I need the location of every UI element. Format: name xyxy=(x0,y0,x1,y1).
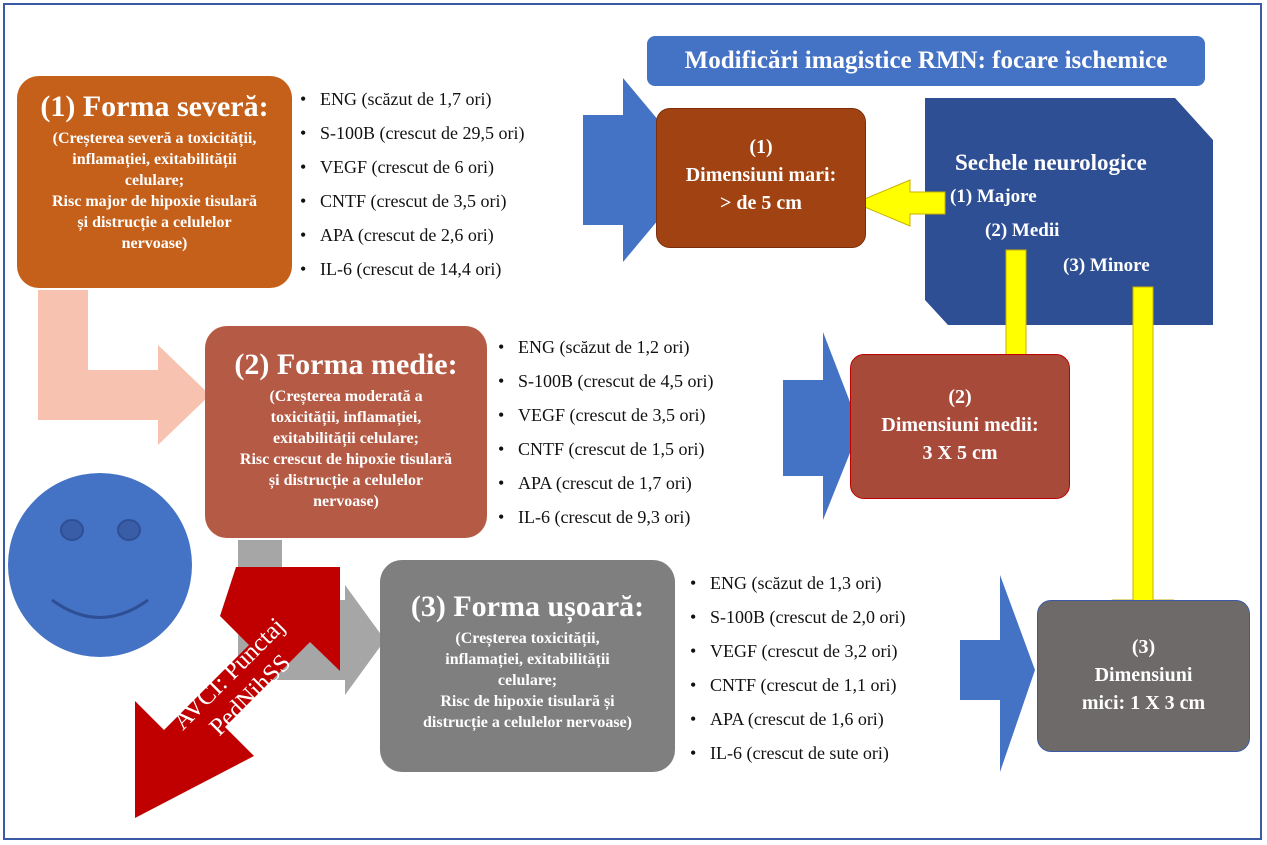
mild-markers-list: ENG (scăzut de 1,3 ori) S-100B (crescut … xyxy=(690,566,905,770)
mild-form-title: (3) Forma ușoară: xyxy=(410,590,645,623)
marker-item: IL-6 (crescut de sute ori) xyxy=(690,736,905,770)
severe-form-title: (1) Forma severă: xyxy=(40,90,269,123)
marker-item: S-100B (crescut de 29,5 ori) xyxy=(300,116,524,150)
marker-item: ENG (scăzut de 1,3 ori) xyxy=(690,566,905,600)
marker-item: S-100B (crescut de 4,5 ori) xyxy=(498,364,713,398)
peach-arrow xyxy=(38,290,210,445)
sequelae-medium: (2) Medii xyxy=(985,220,1060,241)
severe-form-desc: (Creșterea severă a toxicității, inflama… xyxy=(51,130,258,252)
red-double-arrow xyxy=(135,567,340,818)
marker-item: IL-6 (crescut de 9,3 ori) xyxy=(498,500,713,534)
mild-form-box: (3) Forma ușoară: (Creșterea toxicității… xyxy=(380,560,675,772)
yellow-arrow-left xyxy=(853,179,946,227)
dimension-small-box: (3) Dimensiuni mici: 1 X 3 cm xyxy=(1037,600,1250,752)
blue-arrow-2 xyxy=(783,332,860,520)
smiley-face-icon xyxy=(8,473,192,657)
marker-item: CNTF (crescut de 1,1 ori) xyxy=(690,668,905,702)
marker-item: APA (crescut de 1,7 ori) xyxy=(498,466,713,500)
marker-item: CNTF (crescut de 3,5 ori) xyxy=(300,184,524,218)
marker-item: CNTF (crescut de 1,5 ori) xyxy=(498,432,713,466)
dimension-large-box: (1) Dimensiuni mari: > de 5 cm xyxy=(656,108,866,248)
medium-markers-list: ENG (scăzut de 1,2 ori) S-100B (crescut … xyxy=(498,330,713,534)
dimension-medium-box: (2) Dimensiuni medii: 3 X 5 cm xyxy=(850,354,1070,499)
severe-form-box: (1) Forma severă: (Creșterea severă a to… xyxy=(17,76,292,288)
severe-markers-list: ENG (scăzut de 1,7 ori) S-100B (crescut … xyxy=(300,82,524,286)
mri-header-text: Modificări imagistice RMN: focare ischem… xyxy=(684,47,1168,74)
medium-form-desc: (Creșterea moderată a toxicității, infla… xyxy=(239,388,453,510)
marker-item: VEGF (crescut de 3,5 ori) xyxy=(498,398,713,432)
sequelae-shape xyxy=(925,98,1213,325)
marker-item: ENG (scăzut de 1,2 ori) xyxy=(498,330,713,364)
mild-form-desc: (Creșterea toxicității, inflamației, exi… xyxy=(423,630,632,731)
blue-arrow-1 xyxy=(583,78,700,262)
marker-item: APA (crescut de 1,6 ori) xyxy=(690,702,905,736)
medium-form-title: (2) Forma medie: xyxy=(234,348,458,381)
marker-item: S-100B (crescut de 2,0 ori) xyxy=(690,600,905,634)
marker-item: IL-6 (crescut de 14,4 ori) xyxy=(300,252,524,286)
medium-form-box: (2) Forma medie: (Creșterea moderată a t… xyxy=(205,326,487,538)
marker-item: VEGF (crescut de 3,2 ori) xyxy=(690,634,905,668)
sequelae-minor: (3) Minore xyxy=(1063,255,1150,276)
marker-item: VEGF (crescut de 6 ori) xyxy=(300,150,524,184)
sequelae-title: Sechele neurologice xyxy=(955,150,1147,175)
diagram-frame xyxy=(3,3,1262,840)
marker-item: ENG (scăzut de 1,7 ori) xyxy=(300,82,524,116)
mri-header: Modificări imagistice RMN: focare ischem… xyxy=(647,36,1205,86)
blue-arrow-3 xyxy=(960,575,1035,772)
marker-item: APA (crescut de 2,6 ori) xyxy=(300,218,524,252)
yellow-arrow-minor xyxy=(1111,286,1175,629)
sequelae-major: (1) Majore xyxy=(950,186,1037,207)
